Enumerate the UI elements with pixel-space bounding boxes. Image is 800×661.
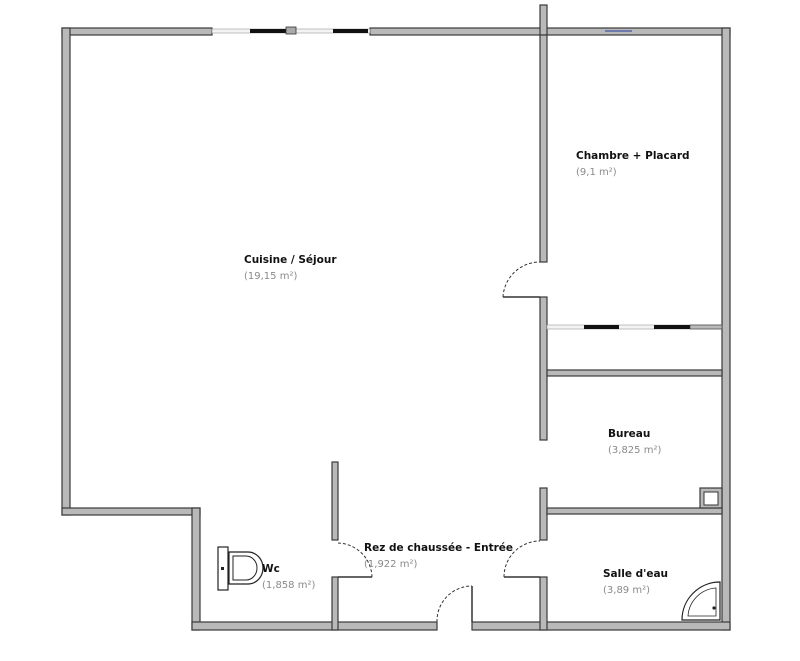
wall-chambre-upper [539, 34, 548, 263]
door-chambre [502, 261, 541, 298]
room-area-chambre: (9,1 m²) [576, 167, 617, 178]
room-area-bureau: (3,825 m²) [608, 445, 662, 456]
outer-wall-top-left [61, 27, 213, 36]
shaft-inner [703, 491, 719, 506]
room-area-cuisine-sejour: (19,15 m²) [244, 271, 298, 282]
room-label-wc: Wc [262, 563, 280, 575]
outer-wall-bottom-left [191, 621, 438, 631]
outer-wall-right [721, 27, 731, 631]
room-area-entree: (1,922 m²) [364, 559, 418, 570]
closet-sliding-doors [546, 324, 723, 330]
door-entry [436, 585, 473, 623]
room-area-wc: (1,858 m²) [262, 580, 316, 591]
room-label-salle-eau: Salle d'eau [603, 568, 669, 580]
outer-wall-bottom-right [471, 621, 731, 631]
shower-icon [681, 581, 721, 621]
room-label-chambre: Chambre + Placard [576, 150, 690, 162]
wall-closet-bottom [546, 369, 723, 377]
room-label-entree: Rez de chaussée - Entrée [364, 542, 514, 554]
door-wc [337, 542, 373, 578]
wall-wc-lower [331, 576, 339, 631]
toilet-icon [217, 546, 264, 591]
wall-bureau-bottom [546, 507, 723, 515]
wall-entry-right-lower [539, 576, 548, 631]
wall-wc-upper [331, 461, 339, 541]
outer-wall-wc-left [191, 507, 201, 631]
room-label-bureau: Bureau [608, 428, 651, 440]
outer-wall-left [61, 27, 71, 516]
wall-entry-right-upper [539, 487, 548, 541]
wall-chambre-lower [539, 296, 548, 441]
window-top [211, 26, 371, 35]
room-label-cuisine-sejour: Cuisine / Séjour [244, 254, 337, 266]
outer-wall-top-right [369, 27, 731, 36]
door-salle-eau [503, 540, 541, 578]
room-area-salle-eau: (3,89 m²) [603, 585, 650, 596]
outer-wall-left-lower [61, 507, 201, 516]
wall-stub-top [539, 4, 548, 36]
